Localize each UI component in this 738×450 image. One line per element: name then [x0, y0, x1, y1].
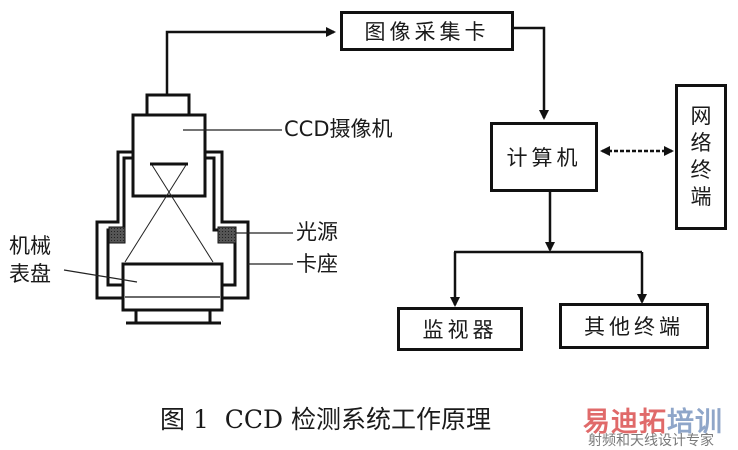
optic-ray-left — [151, 164, 214, 263]
network-terminal-char: 络 — [690, 131, 712, 156]
optic-ray-right — [124, 164, 187, 263]
figure-caption: 图 1 CCD 检测系统工作原理 — [160, 405, 491, 434]
network-terminal-box: 网 络 终 端 — [675, 84, 727, 230]
ccd-camera-label: CCD摄像机 — [284, 117, 393, 141]
network-terminal-char: 端 — [690, 184, 712, 209]
camera-cap — [145, 93, 191, 117]
light-source-label: 光源 — [296, 220, 338, 244]
network-terminal-char: 网 — [690, 104, 712, 129]
light-source-right — [217, 226, 237, 244]
ccd-camera-body — [131, 113, 207, 198]
watermark-title-red: 易迪拓 — [583, 407, 667, 438]
capture-card-box: 图像采集卡 — [340, 11, 514, 51]
mechanical-dial — [121, 262, 224, 312]
other-terminal-box: 其他终端 — [559, 303, 709, 349]
network-terminal-char: 终 — [690, 158, 712, 182]
mechanical-dial-label-1: 机械 — [9, 234, 51, 258]
mount-label: 卡座 — [296, 252, 338, 276]
computer-box: 计算机 — [490, 122, 598, 192]
housing-outer-wall — [95, 150, 250, 300]
mechanical-dial-label-2: 表盘 — [9, 262, 51, 286]
watermark-subtitle: 射频和天线设计专家 — [588, 433, 714, 449]
watermark-logo: 易迪拓培训 — [583, 400, 723, 439]
camera-to-capture-arrow — [165, 27, 336, 95]
capture-to-computer-arrow — [513, 26, 549, 120]
monitor-box: 监视器 — [397, 307, 523, 351]
light-source-left — [108, 226, 126, 244]
dial-leader-line — [63, 269, 138, 283]
watermark-title-blue: 培训 — [667, 407, 723, 438]
